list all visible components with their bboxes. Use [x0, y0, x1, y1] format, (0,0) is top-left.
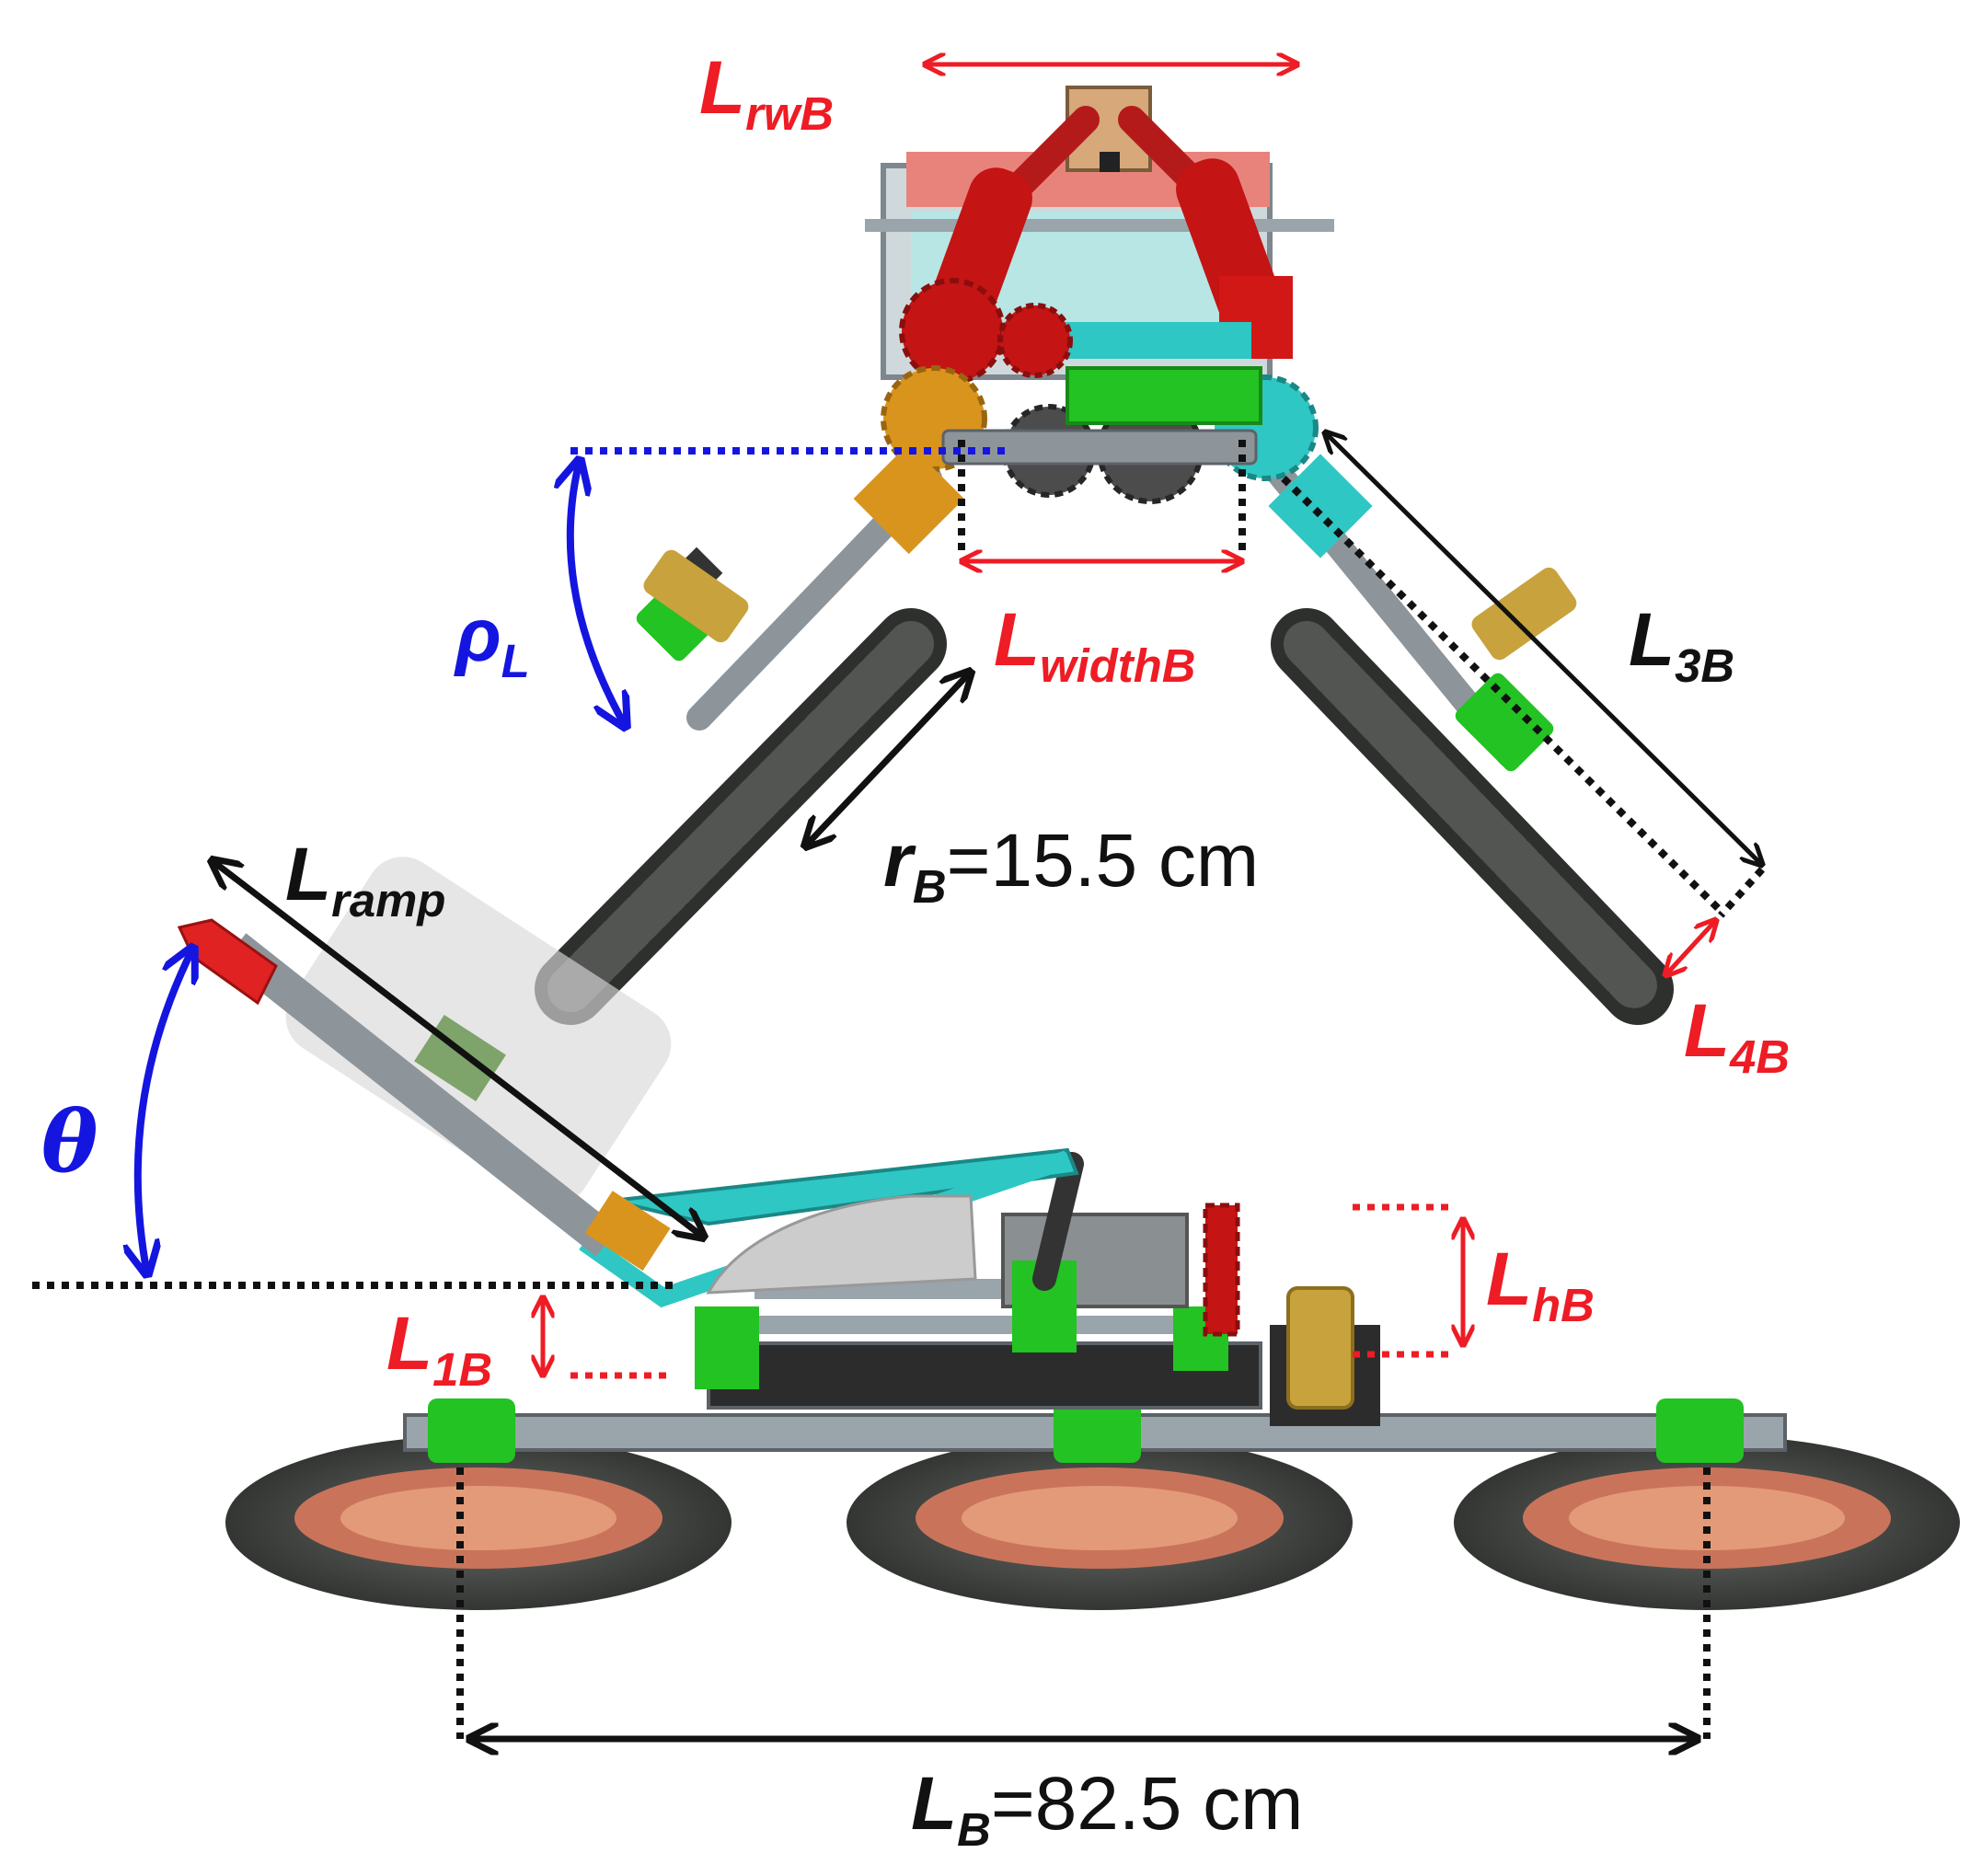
side-wheel-left: [225, 1435, 732, 1610]
l3b-dotted-end: [1718, 867, 1765, 918]
rb-arrow: [805, 672, 971, 846]
l3b-arrow: [1325, 432, 1762, 865]
label-lrwb: LrwB: [699, 46, 835, 140]
label-lhb: LhB: [1486, 1237, 1595, 1331]
label-rb: rB=15.5 cm: [883, 819, 1260, 913]
rhol-arc-arrow: [570, 460, 626, 727]
label-lwidthb: LwidthB: [994, 598, 1196, 692]
l4b-arrow: [1665, 920, 1716, 975]
annotations: [32, 64, 1762, 1739]
front-left-wheel: [535, 608, 947, 1025]
label-l1b: L1B: [386, 1302, 493, 1396]
label-lb: LB=82.5 cm: [911, 1762, 1304, 1856]
lramp-arrow: [212, 860, 704, 1237]
label-lramp: Lramp: [285, 833, 446, 926]
side-view-robot: [177, 857, 1960, 1610]
side-wheel-middle: [847, 1435, 1353, 1610]
label-rhol: ρL: [455, 593, 530, 687]
label-l3b: L3B: [1629, 598, 1735, 692]
label-theta: θ: [41, 1092, 98, 1191]
theta-arc-arrow: [138, 948, 193, 1274]
label-l4b: L4B: [1684, 989, 1791, 1083]
